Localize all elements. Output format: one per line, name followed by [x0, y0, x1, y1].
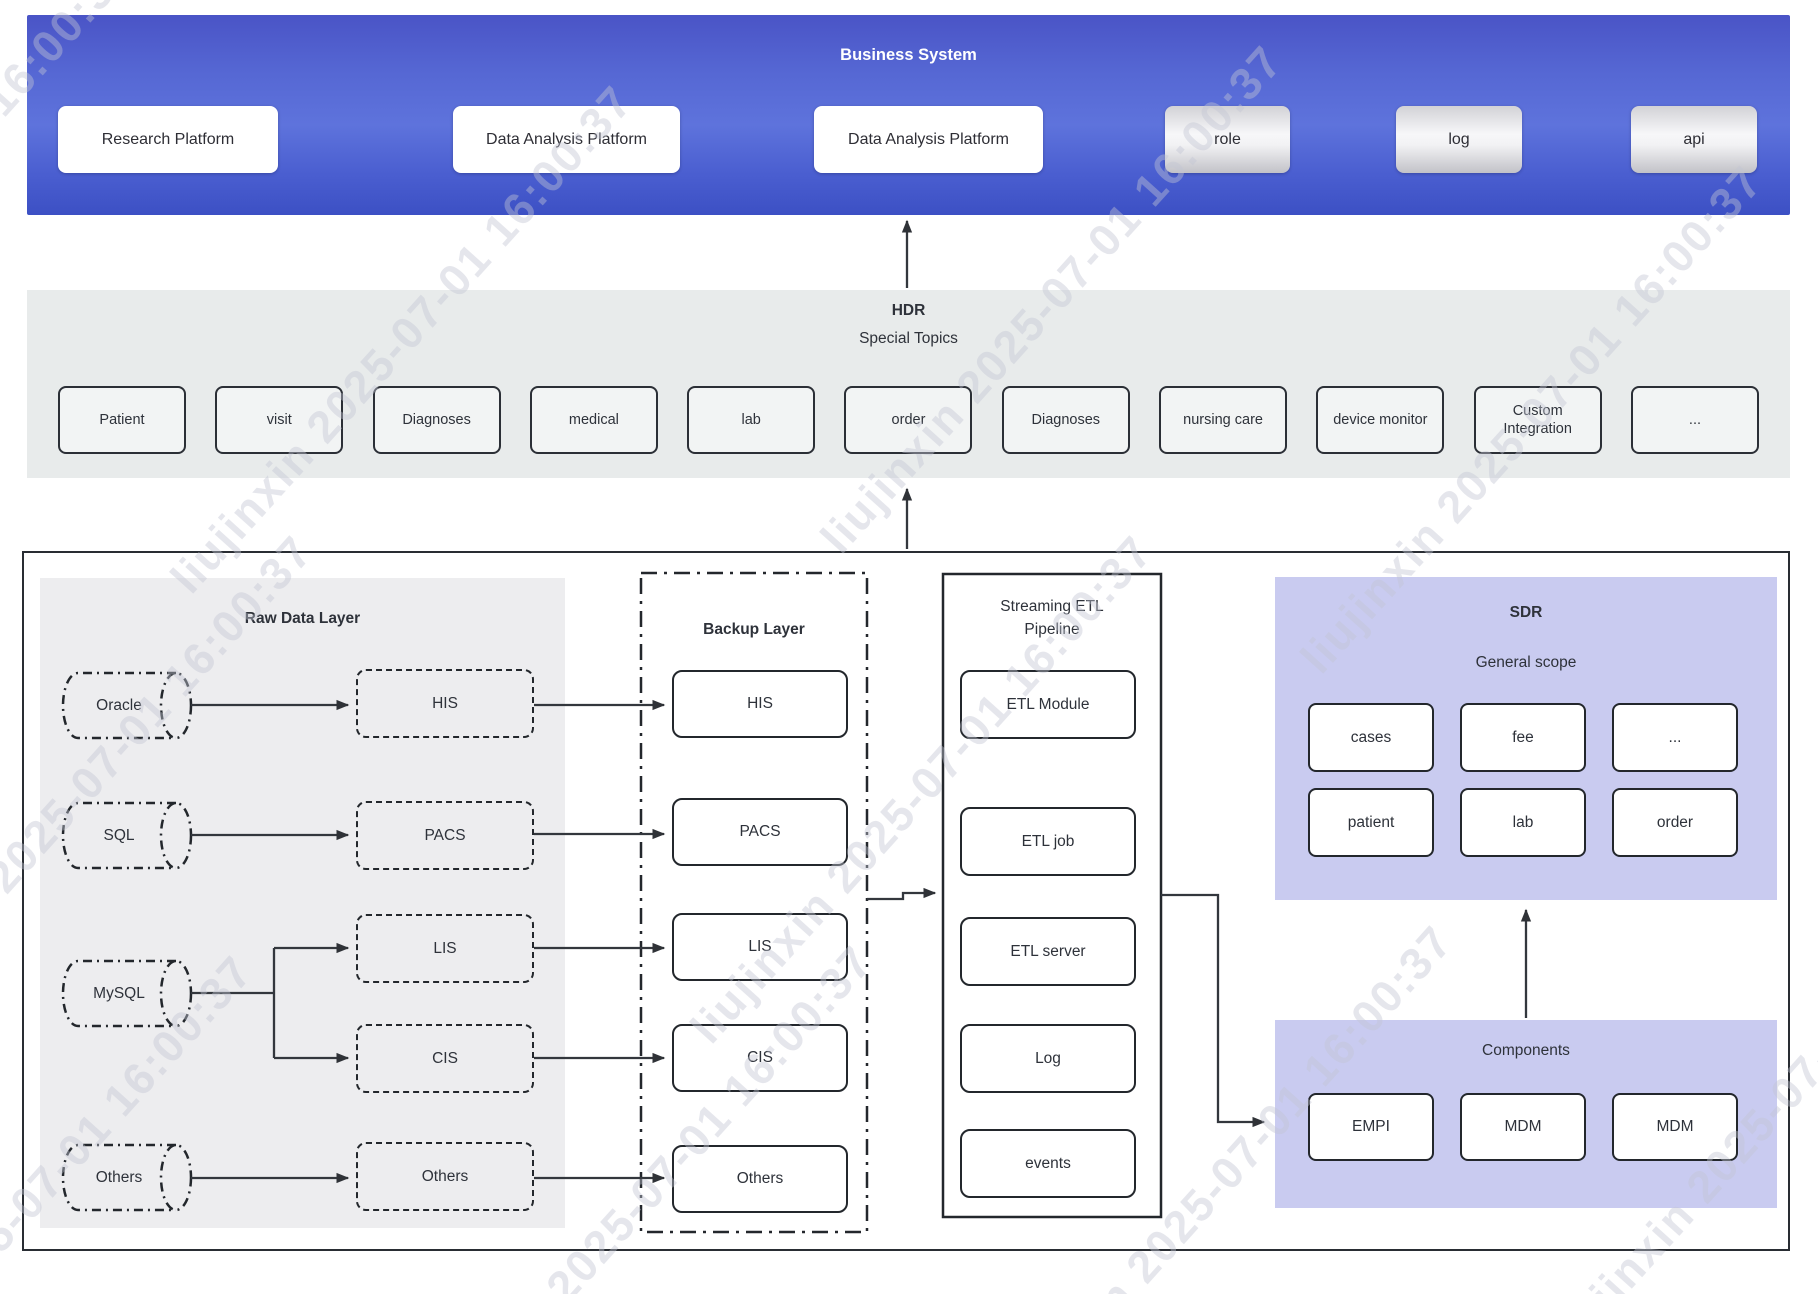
- node-sdr-lab: lab: [1460, 788, 1586, 857]
- node-mdm-1: MDM: [1460, 1093, 1586, 1161]
- node-log: log: [1396, 106, 1522, 173]
- node-api: api: [1631, 106, 1757, 173]
- etl-pipeline-title-line1: Streaming ETL: [1000, 598, 1104, 615]
- node-data-analysis-platform-1: Data Analysis Platform: [453, 106, 680, 173]
- node-cis-raw: CIS: [356, 1024, 534, 1093]
- node-diagnoses-2: Diagnoses: [1001, 386, 1130, 454]
- node-visit: visit: [215, 386, 344, 454]
- node-others-backup: Others: [672, 1145, 848, 1213]
- node-pacs-raw: PACS: [356, 801, 534, 870]
- raw-data-layer-title: Raw Data Layer: [244, 610, 361, 627]
- source-others: Others: [95, 1168, 143, 1186]
- node-diagnoses: Diagnoses: [372, 386, 501, 454]
- node-events: events: [960, 1129, 1136, 1198]
- source-mysql: MySQL: [93, 984, 145, 1002]
- node-his-backup: HIS: [672, 670, 848, 738]
- node-lis-raw: LIS: [356, 914, 534, 983]
- node-patient: Patient: [58, 386, 186, 454]
- node-sdr-patient: patient: [1308, 788, 1434, 857]
- node-mdm-2: MDM: [1612, 1093, 1738, 1161]
- node-sdr-more: ...: [1612, 703, 1738, 772]
- node-etl-module: ETL Module: [960, 670, 1136, 739]
- business-system-title: Business System: [840, 46, 977, 64]
- node-research-platform: Research Platform: [58, 106, 278, 173]
- node-etl-job: ETL job: [960, 807, 1136, 876]
- sdr-subtitle: General scope: [1475, 654, 1577, 671]
- node-lab: lab: [687, 386, 816, 454]
- hdr-subtitle: Special Topics: [859, 330, 958, 347]
- node-empi: EMPI: [1308, 1093, 1434, 1161]
- node-cases: cases: [1308, 703, 1434, 772]
- etl-pipeline-title-line2: Pipeline: [1024, 621, 1080, 638]
- node-order: order: [844, 386, 973, 454]
- node-others-raw: Others: [356, 1142, 534, 1211]
- backup-layer-title: Backup Layer: [703, 621, 805, 638]
- node-nursing-care: nursing care: [1159, 386, 1288, 454]
- node-etl-server: ETL server: [960, 917, 1136, 986]
- hdr-title: HDR: [891, 302, 926, 319]
- node-sdr-order: order: [1612, 788, 1738, 857]
- node-medical: medical: [529, 386, 658, 454]
- node-log-box: Log: [960, 1024, 1136, 1093]
- data-platform-container: [22, 551, 1790, 1251]
- node-his-raw: HIS: [356, 669, 534, 738]
- node-lis-backup: LIS: [672, 913, 848, 981]
- node-data-analysis-platform-2: Data Analysis Platform: [814, 106, 1043, 173]
- hdr-topic-row: Patient visit Diagnoses medical lab orde…: [58, 386, 1759, 454]
- node-role: role: [1165, 106, 1290, 173]
- node-fee: fee: [1460, 703, 1586, 772]
- source-oracle: Oracle: [96, 696, 142, 714]
- node-device-monitor: device monitor: [1316, 386, 1445, 454]
- source-sql: SQL: [103, 826, 135, 844]
- node-hdr-more: ...: [1630, 386, 1759, 454]
- node-custom-integration: Custom Integration: [1473, 386, 1602, 454]
- node-pacs-backup: PACS: [672, 798, 848, 866]
- sdr-title: SDR: [1509, 604, 1543, 621]
- node-cis-backup: CIS: [672, 1024, 848, 1092]
- components-title: Components: [1482, 1042, 1570, 1059]
